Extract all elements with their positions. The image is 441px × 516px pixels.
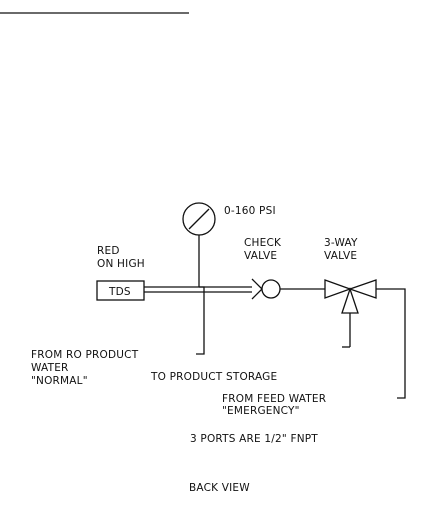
tds-label: TDS [108, 286, 131, 298]
to-storage-label: TO PRODUCT STORAGE [150, 371, 277, 383]
check-valve-label-1: CHECK [244, 237, 282, 249]
three-way-label-1: 3-WAY [324, 237, 358, 249]
check-valve-label-2: VALVE [244, 250, 277, 262]
ports-note: 3 PORTS ARE 1/2" FNPT [190, 433, 318, 445]
from-feed-label-1: FROM FEED WATER [222, 393, 326, 405]
red-on-high-label-1: RED [97, 245, 120, 257]
from-feed-label-2: "EMERGENCY" [222, 405, 300, 417]
gauge-range-label: 0-160 PSI [224, 205, 276, 217]
feed-water-pipe [376, 288, 406, 399]
tds-meter-box [96, 280, 145, 301]
view-title: BACK VIEW [189, 482, 250, 494]
from-ro-label-3: "NORMAL" [31, 375, 88, 387]
red-on-high-label-2: ON HIGH [97, 258, 145, 270]
three-way-valve-symbol [324, 279, 377, 348]
pressure-gauge [182, 202, 216, 287]
three-way-label-2: VALVE [324, 250, 357, 262]
from-ro-label-1: FROM RO PRODUCT [31, 349, 139, 361]
ro-product-stub [196, 286, 205, 355]
check-valve-symbol [251, 278, 281, 300]
from-ro-label-2: WATER [31, 362, 69, 374]
